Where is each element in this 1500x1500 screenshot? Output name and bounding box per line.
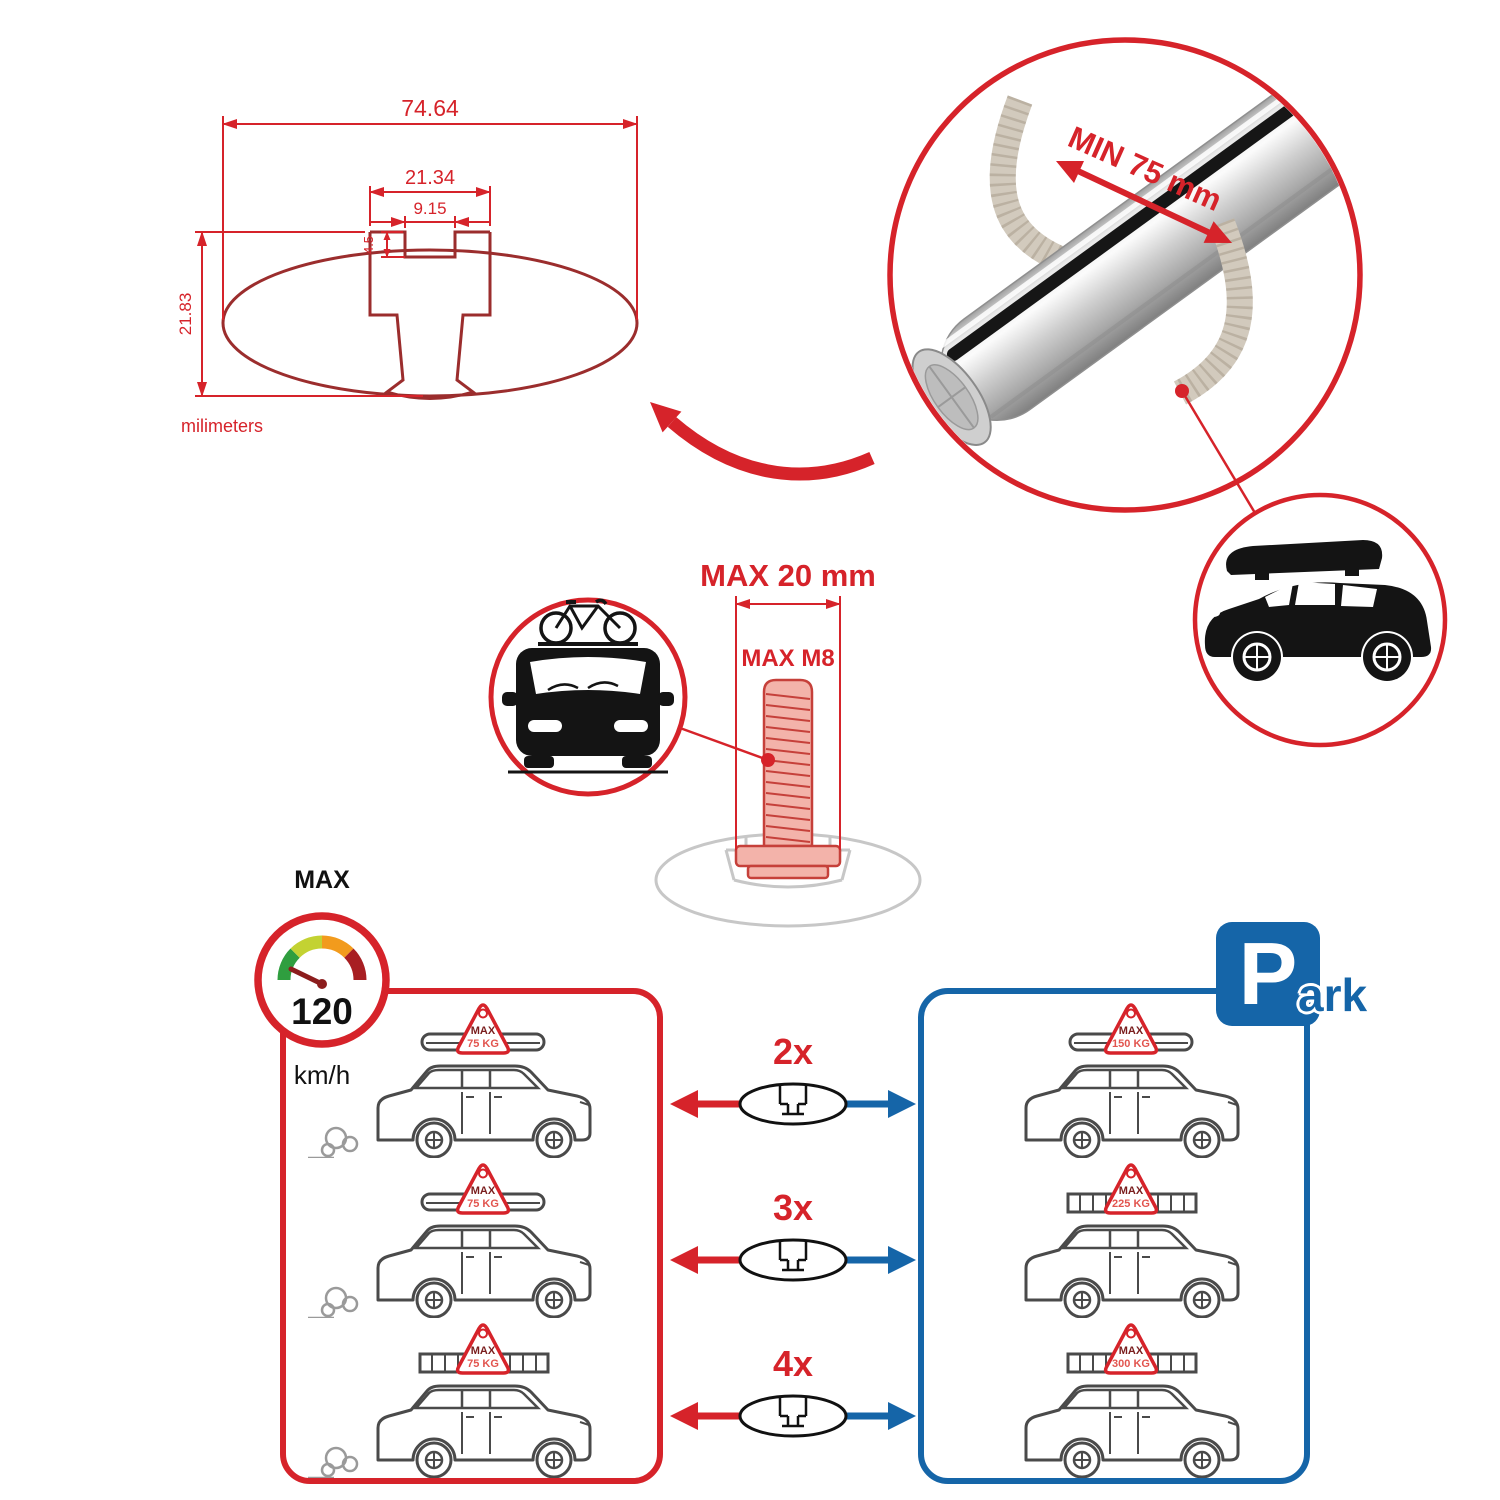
- gauge-arc: [277, 935, 367, 981]
- suv-silhouette: [1204, 582, 1432, 657]
- suv-icon: [1026, 1226, 1238, 1317]
- park-sign-square: P: [1216, 922, 1320, 1026]
- weight-sign: MAX 150 KG: [1103, 1003, 1159, 1055]
- bike-rack-circle: [488, 597, 688, 797]
- parked-car-row: MAX 300 KG: [944, 1323, 1284, 1478]
- dim-total-width: 74.64: [401, 95, 459, 121]
- svg-text:150 KG: 150 KG: [1112, 1038, 1150, 1050]
- left-arrowhead: [670, 1090, 698, 1118]
- front-wheel: [1233, 633, 1281, 681]
- svg-text:MAX: MAX: [470, 1345, 495, 1357]
- svg-text:225 KG: 225 KG: [1112, 1198, 1150, 1210]
- bar-profile-outline: [221, 230, 639, 400]
- park-suffix: ark: [1298, 969, 1368, 1021]
- svg-text:300 KG: 300 KG: [1112, 1358, 1150, 1370]
- bolt-dimension-lines: [735, 596, 841, 850]
- bar-count-label: 3x: [773, 1187, 813, 1228]
- left-arrowhead: [670, 1402, 698, 1430]
- svg-text:75 KG: 75 KG: [467, 1358, 499, 1370]
- dimension-lines: [195, 116, 638, 397]
- min-clearance-arrow: [1076, 168, 1212, 236]
- dim-slot-width: 21.34: [405, 167, 455, 189]
- suv-icon: [378, 1066, 590, 1157]
- weight-sign: MAX 225 KG: [1103, 1163, 1159, 1215]
- driving-limits-box: MAX 75 KG MAX 75 KG MAX 75 KG: [280, 988, 663, 1484]
- weight-sign: MAX 75 KG: [455, 1163, 510, 1215]
- roof-box: [1226, 540, 1383, 575]
- bar-count-label: 4x: [773, 1343, 813, 1384]
- crossbar-section-icon: [738, 1082, 848, 1126]
- parked-car-row: MAX 225 KG: [944, 1163, 1284, 1318]
- svg-text:MAX: MAX: [1119, 1345, 1144, 1357]
- bicycle-icon: [538, 598, 638, 646]
- car-roofbox-circle: [1192, 492, 1448, 748]
- bar-count-column: 2x 3x 4x: [670, 1031, 916, 1438]
- crossbar-section-icon: [738, 1238, 848, 1282]
- car-with-roofbox-illustration: [1204, 540, 1432, 681]
- speed-value: 120: [291, 991, 353, 1032]
- crossbar-section-icon: [738, 1394, 848, 1438]
- car-front-icon: [502, 648, 674, 774]
- parked-limits-box: MAX 150 KG MAX 225 KG MAX 300 KG: [918, 988, 1310, 1484]
- bolt-max-width-label: MAX 20 mm: [700, 558, 876, 593]
- weight-sign: MAX 300 KG: [1103, 1323, 1159, 1375]
- park-sign: P ark: [1216, 922, 1406, 1037]
- speed-limit-gauge: MAX 120 km/h: [254, 866, 390, 1090]
- suv-icon: [1026, 1066, 1238, 1157]
- bolt-diagram: MAX 20 mm MAX M8: [654, 558, 922, 928]
- dim-inner-width: 9.15: [413, 199, 446, 218]
- suv-icon: [1026, 1386, 1238, 1477]
- bolt-max-thread-label: MAX M8: [741, 645, 834, 672]
- right-arrowhead: [888, 1090, 916, 1118]
- svg-text:MAX: MAX: [1119, 1185, 1144, 1197]
- driving-car-row: MAX 75 KG: [306, 1003, 642, 1158]
- right-arrowhead: [888, 1246, 916, 1274]
- gauge-needle: [288, 966, 325, 987]
- bar-count-row: 3x: [670, 1187, 916, 1282]
- crossbar-detail-circle: MIN 75 mm: [887, 37, 1363, 513]
- suv-icon: [378, 1386, 590, 1477]
- weight-sign: MAX 75 KG: [455, 1003, 510, 1055]
- suv-icon: [378, 1226, 590, 1317]
- dim-notch-depth: 4.5: [361, 236, 376, 254]
- svg-text:MAX: MAX: [470, 1185, 495, 1197]
- speed-unit: km/h: [294, 1060, 350, 1090]
- cross-section-diagram: 74.64 21.34 9.15 4.5 21.83 milimeters: [176, 95, 639, 436]
- bar-count-row: 2x: [670, 1031, 916, 1126]
- driving-car-row: MAX 75 KG: [306, 1323, 642, 1478]
- svg-text:MAX: MAX: [470, 1025, 495, 1037]
- bar-count-label: 2x: [773, 1031, 813, 1072]
- exhaust-smoke-icon: [306, 1126, 358, 1158]
- dim-height: 21.83: [176, 293, 195, 336]
- dim-unit-label: milimeters: [181, 416, 263, 436]
- speed-max-label: MAX: [294, 866, 350, 894]
- park-letter: P: [1238, 924, 1298, 1023]
- t-bolt: [734, 678, 842, 880]
- left-arrowhead: [670, 1246, 698, 1274]
- driving-car-row: MAX 75 KG: [306, 1163, 642, 1318]
- svg-text:75 KG: 75 KG: [467, 1038, 499, 1050]
- svg-text:MAX: MAX: [1119, 1025, 1144, 1037]
- strap-callout-dot: [1175, 384, 1189, 398]
- weight-sign: MAX 75 KG: [455, 1323, 510, 1375]
- parked-car-row: MAX 150 KG: [944, 1003, 1284, 1158]
- right-arrowhead: [888, 1402, 916, 1430]
- bar-count-row: 4x: [670, 1343, 916, 1438]
- svg-text:75 KG: 75 KG: [467, 1198, 499, 1210]
- rear-wheel: [1363, 633, 1411, 681]
